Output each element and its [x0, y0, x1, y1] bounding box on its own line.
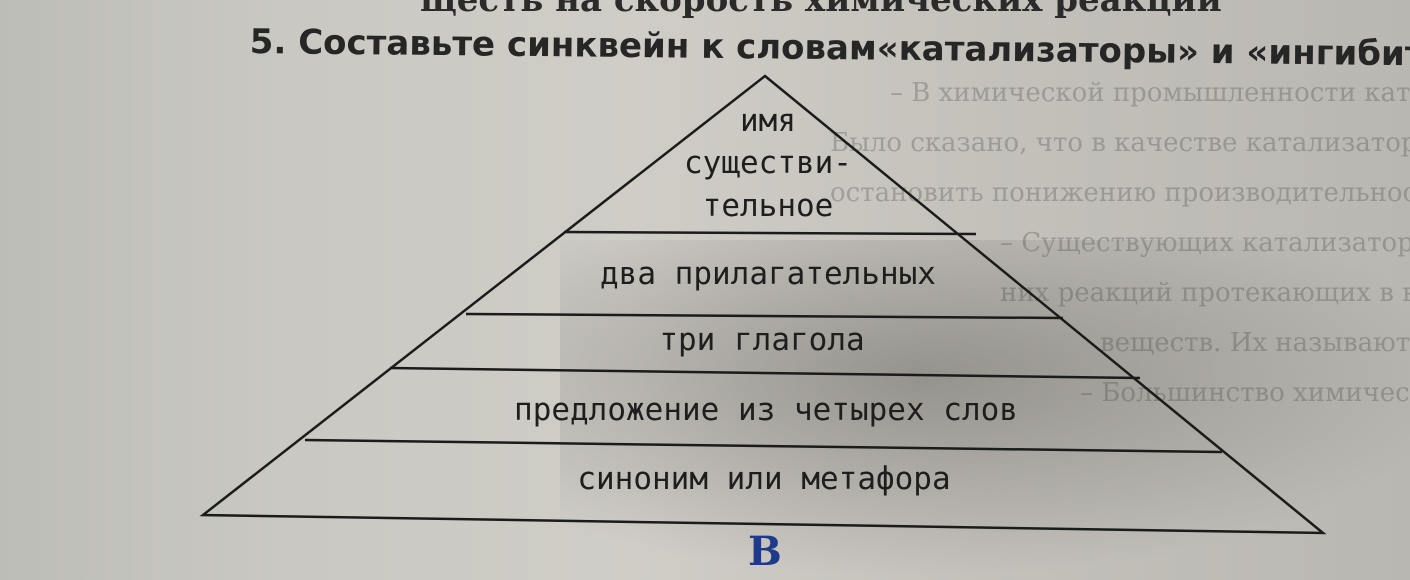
level-4-label: предложение из четырех слов: [514, 392, 1018, 428]
level-2-label: два прилагательных: [600, 256, 936, 292]
background-text-line: – В химической промышленности катализато…: [890, 78, 1410, 108]
background-text-line: остановить понижению производительности: [830, 178, 1410, 208]
pyramid-divider: [465, 312, 1064, 320]
pyramid-divider: [304, 438, 1223, 454]
level-3-label: три глагола: [659, 322, 864, 358]
cut-off-top-line: щесть на скорость химических реакций: [420, 0, 1222, 20]
background-text-line: – Существующих катализаторов стано-: [1000, 228, 1410, 258]
background-text-line: них реакций протекающих в вещества в: [1000, 278, 1410, 308]
background-text-line: Было сказано, что в качестве катализатор…: [830, 128, 1410, 158]
syncwine-pyramid: имя существи- тельное два прилагательных…: [199, 74, 1327, 535]
level-5-label: синоним или метафора: [577, 461, 950, 497]
pyramid-divider: [389, 366, 1141, 380]
level-1-line-1: имя: [740, 103, 796, 139]
level-1-line-3: тельное: [703, 188, 834, 224]
pyramid-outline: [199, 74, 1327, 535]
textbook-page: – В химической промышленности катализато…: [199, 0, 1410, 580]
background-text-line: – Большинство химических реакций (нами: [1080, 378, 1410, 408]
pyramid-divider: [563, 230, 977, 236]
background-text-line: веществ. Их называют ингибиторами: [1100, 328, 1410, 358]
level-1-line-2: существи-: [684, 145, 852, 181]
